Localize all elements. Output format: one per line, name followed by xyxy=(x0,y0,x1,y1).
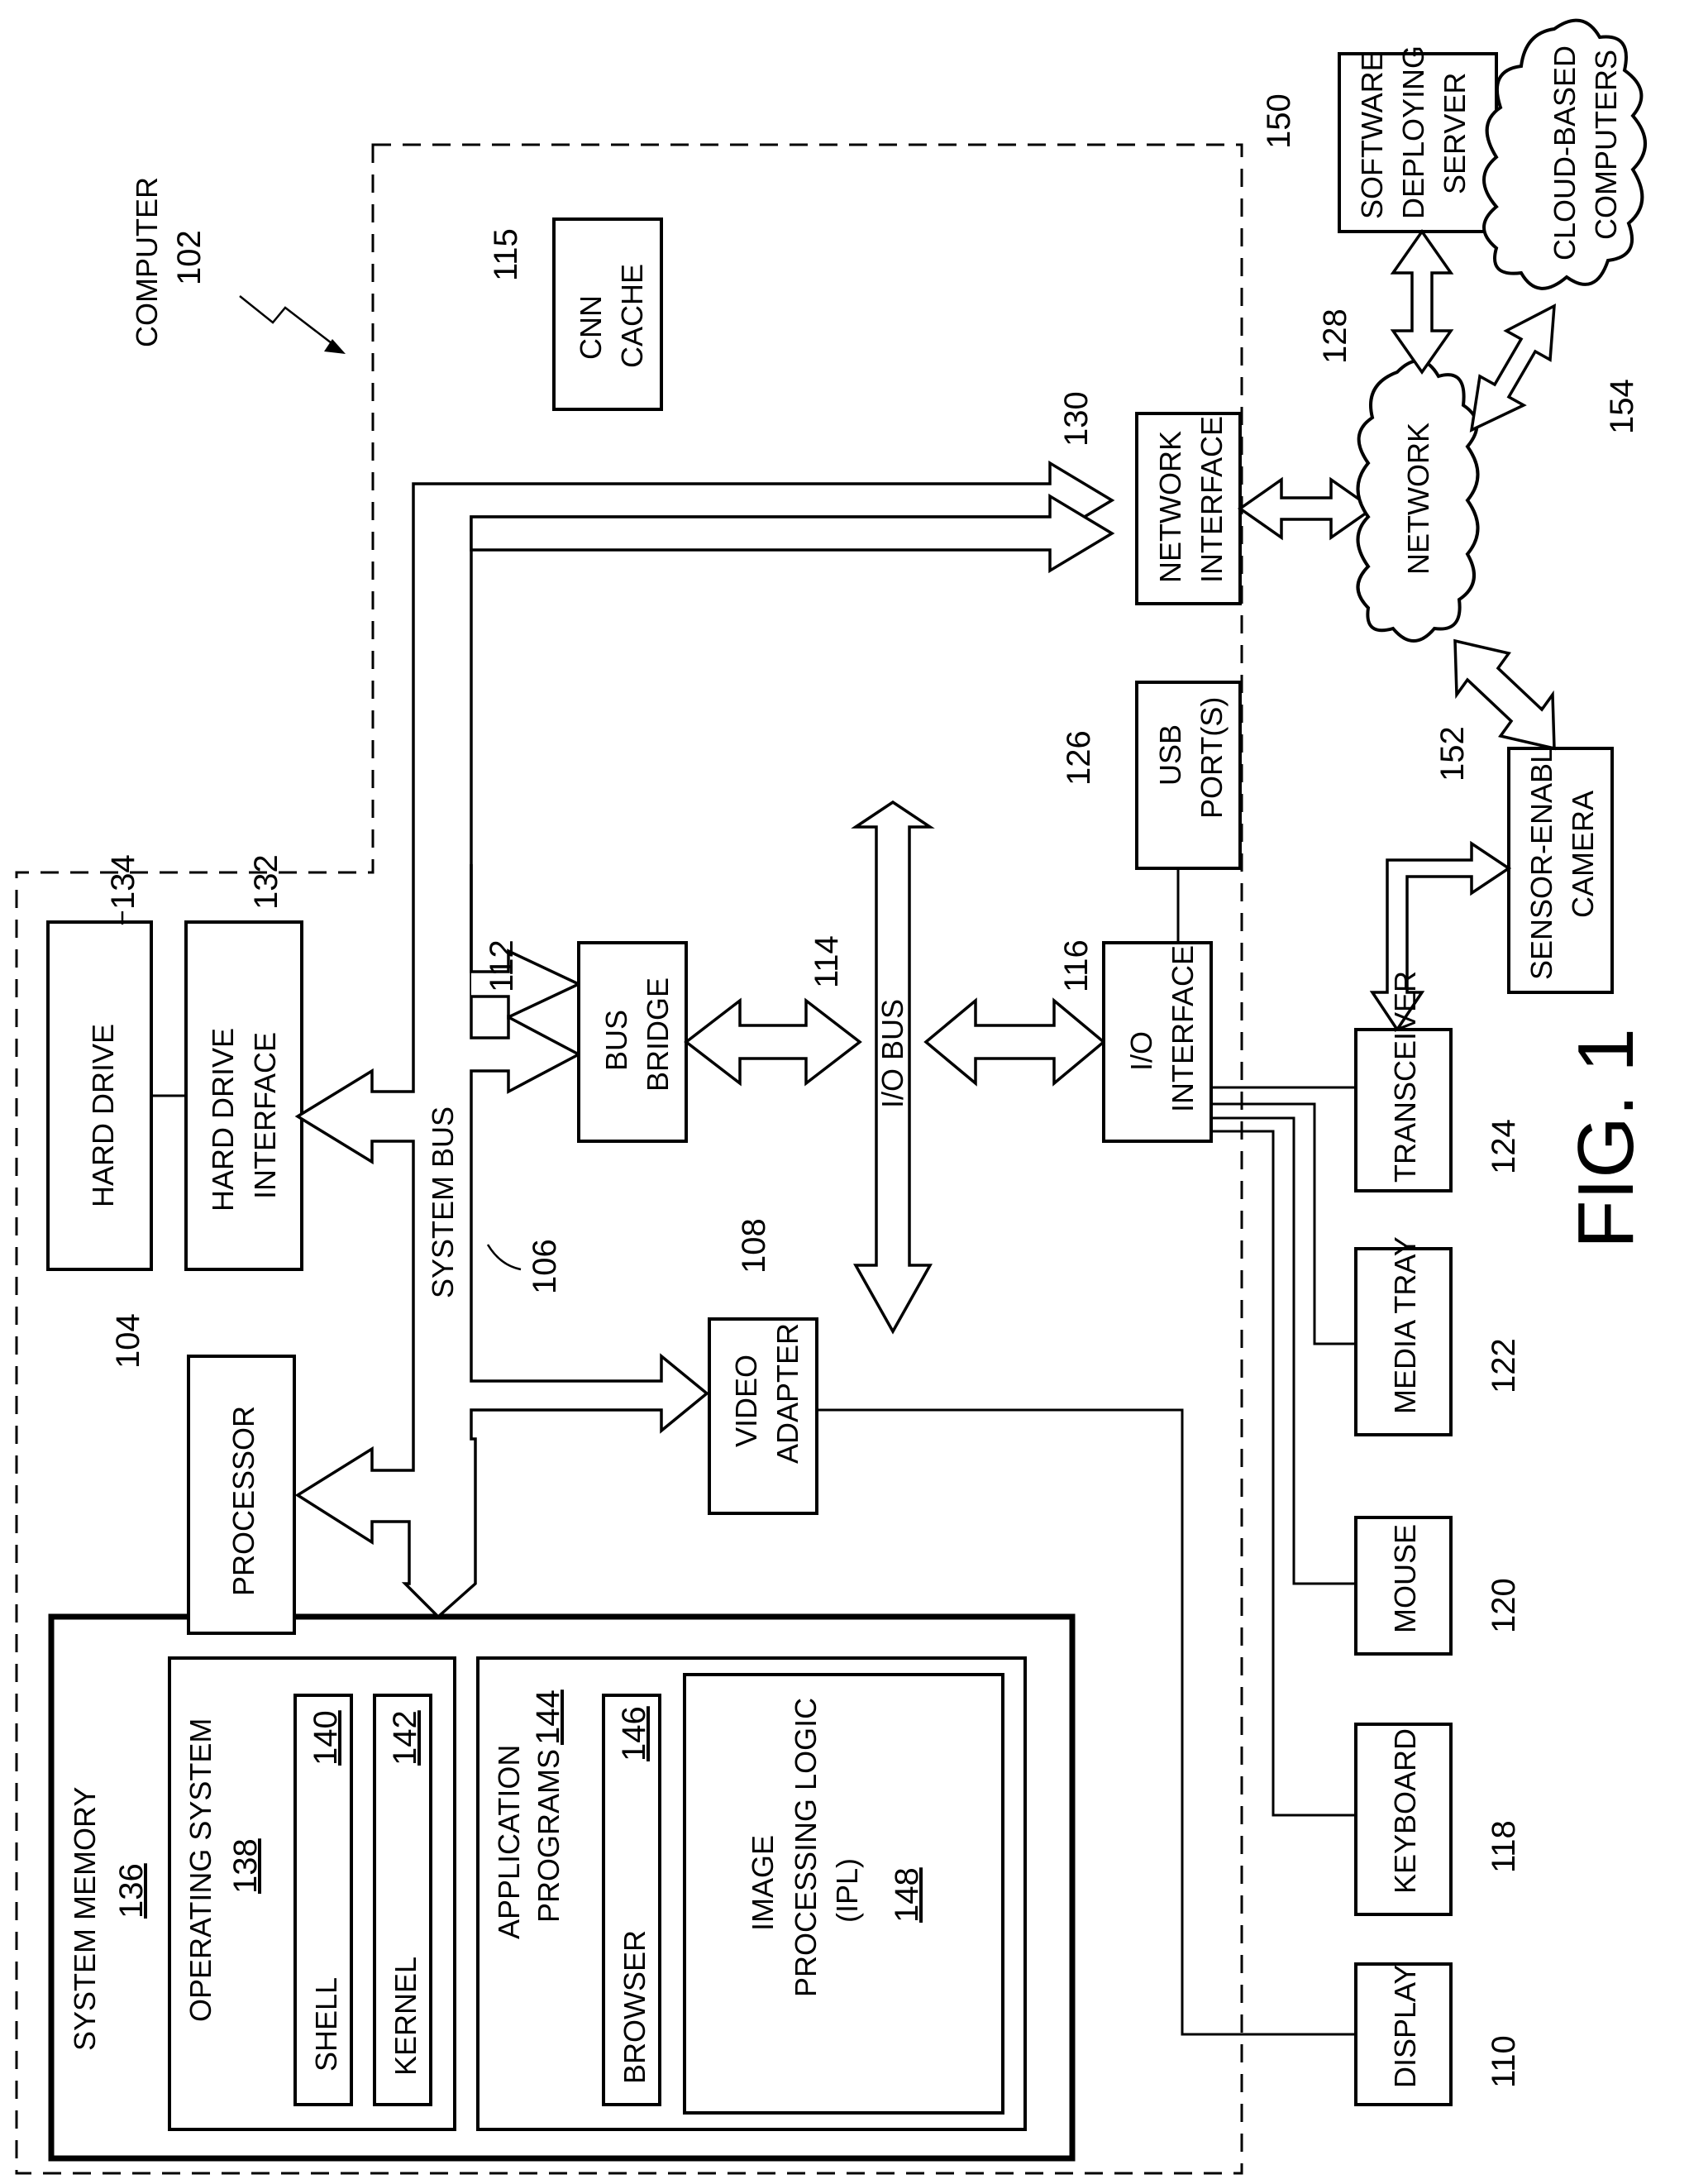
io-bus-label: I/O BUS xyxy=(876,999,909,1108)
camera-line2: CAMERA xyxy=(1566,791,1600,918)
system-memory-label: SYSTEM MEMORY xyxy=(68,1787,102,2051)
software-server-line2: DEPLOYING xyxy=(1396,45,1430,219)
display-ref: 110 xyxy=(1486,2035,1522,2088)
operating-system-ref: 138 xyxy=(227,1838,264,1894)
hard-drive-interface-line1: HARD DRIVE xyxy=(206,1028,240,1211)
io-interface-ref: 116 xyxy=(1058,939,1095,992)
network-label: NETWORK xyxy=(1401,423,1435,575)
io-mouse-line xyxy=(1211,1118,1356,1584)
transceiver-label: TRANSCEIVER xyxy=(1388,971,1422,1183)
browser-ref: 146 xyxy=(616,1706,652,1761)
ipl-line3: (IPL) xyxy=(830,1858,864,1923)
io-interface-line2: INTERFACE xyxy=(1166,945,1200,1112)
figure-label: FIG. 1 xyxy=(1562,1028,1650,1249)
mouse-ref: 120 xyxy=(1486,1578,1522,1633)
bus-bridge-line1: BUS xyxy=(599,1010,633,1071)
usb-ports-line1: USB xyxy=(1153,724,1187,786)
software-server-ref: 150 xyxy=(1261,93,1297,149)
computer-ref: 102 xyxy=(171,230,208,285)
cloud-computers-ref: 154 xyxy=(1604,379,1640,434)
processor-label: PROCESSOR xyxy=(227,1406,260,1596)
hard-drive-interface-ref: 132 xyxy=(248,854,284,910)
kernel-ref: 142 xyxy=(387,1710,423,1766)
bus-bridge-ref: 112 xyxy=(484,939,520,992)
keyboard-label: KEYBOARD xyxy=(1388,1728,1422,1894)
video-adapter-line1: VIDEO xyxy=(729,1355,763,1447)
network-interface-ref: 130 xyxy=(1058,391,1095,447)
system-bus-ref: 106 xyxy=(527,1239,563,1294)
io-media-tray-line xyxy=(1211,1104,1356,1344)
io-bus-ref: 114 xyxy=(809,935,845,988)
cloud-computers-line2: COMPUTERS xyxy=(1589,50,1623,240)
keyboard-ref: 118 xyxy=(1486,1820,1522,1873)
computer-ref-arrowhead xyxy=(324,339,346,354)
cnn-cache-line2: CACHE xyxy=(615,264,649,368)
camera-ref: 152 xyxy=(1434,726,1471,781)
io-bus-interface-arrow xyxy=(926,1001,1104,1083)
io-keyboard-line xyxy=(1211,1131,1356,1815)
hard-drive-label: HARD DRIVE xyxy=(86,1024,120,1207)
usb-ports-ref: 126 xyxy=(1061,730,1097,786)
system-memory-ref: 136 xyxy=(113,1863,150,1919)
software-server-line3: SERVER xyxy=(1438,73,1472,194)
cnn-cache-ref: 115 xyxy=(488,228,524,281)
video-adapter-line2: ADAPTER xyxy=(771,1323,804,1464)
cloud-computers-line1: CLOUD-BASED xyxy=(1548,45,1582,260)
application-programs-line2: PROGRAMS xyxy=(532,1749,565,1923)
video-adapter-ref: 108 xyxy=(736,1218,772,1274)
mouse-label: MOUSE xyxy=(1388,1524,1422,1633)
display-label: DISPLAY xyxy=(1388,1965,1422,2088)
processor-ref: 104 xyxy=(110,1313,146,1369)
application-programs-line1: APPLICATION xyxy=(492,1745,526,1939)
kernel-label: KERNEL xyxy=(389,1957,422,2076)
hard-drive-ref: 134 xyxy=(105,854,141,910)
usb-ports-line2: PORT(S) xyxy=(1195,697,1229,819)
cnn-cache-line1: CNN xyxy=(574,295,608,360)
hard-drive-interface-box xyxy=(186,922,302,1269)
hard-drive-interface-line2: INTERFACE xyxy=(248,1032,282,1199)
shell-ref: 140 xyxy=(308,1710,344,1766)
network-cloud-arrow xyxy=(1472,306,1554,430)
computer-label: COMPUTER xyxy=(130,177,164,347)
server-network-arrow xyxy=(1393,232,1451,372)
network-interface-line2: INTERFACE xyxy=(1195,416,1229,583)
network-ref: 128 xyxy=(1317,308,1353,364)
software-server-line1: SOFTWARE xyxy=(1355,51,1389,219)
ipl-line1: IMAGE xyxy=(746,1835,780,1931)
ipl-ref: 148 xyxy=(889,1867,925,1923)
media-tray-label: MEDIA TRAY xyxy=(1388,1236,1422,1414)
media-tray-ref: 122 xyxy=(1486,1338,1522,1393)
operating-system-label: OPERATING SYSTEM xyxy=(184,1718,217,2022)
bus-bridge-io-arrow xyxy=(686,1001,860,1083)
system-bus-label: SYSTEM BUS xyxy=(426,1106,460,1298)
application-programs-ref: 144 xyxy=(530,1689,566,1745)
io-interface-line1: I/O xyxy=(1124,1031,1158,1071)
network-interface-line1: NETWORK xyxy=(1153,431,1187,583)
computer-ref-arrow xyxy=(240,296,335,346)
ipl-line2: PROCESSING LOGIC xyxy=(789,1698,823,1997)
browser-label: BROWSER xyxy=(618,1930,651,2084)
transceiver-ref: 124 xyxy=(1486,1119,1522,1174)
system-bus-ref-leader xyxy=(488,1245,521,1269)
shell-label: SHELL xyxy=(309,1977,343,2072)
bus-bridge-line2: BRIDGE xyxy=(641,977,675,1092)
network-interface-network-arrow xyxy=(1240,480,1372,538)
